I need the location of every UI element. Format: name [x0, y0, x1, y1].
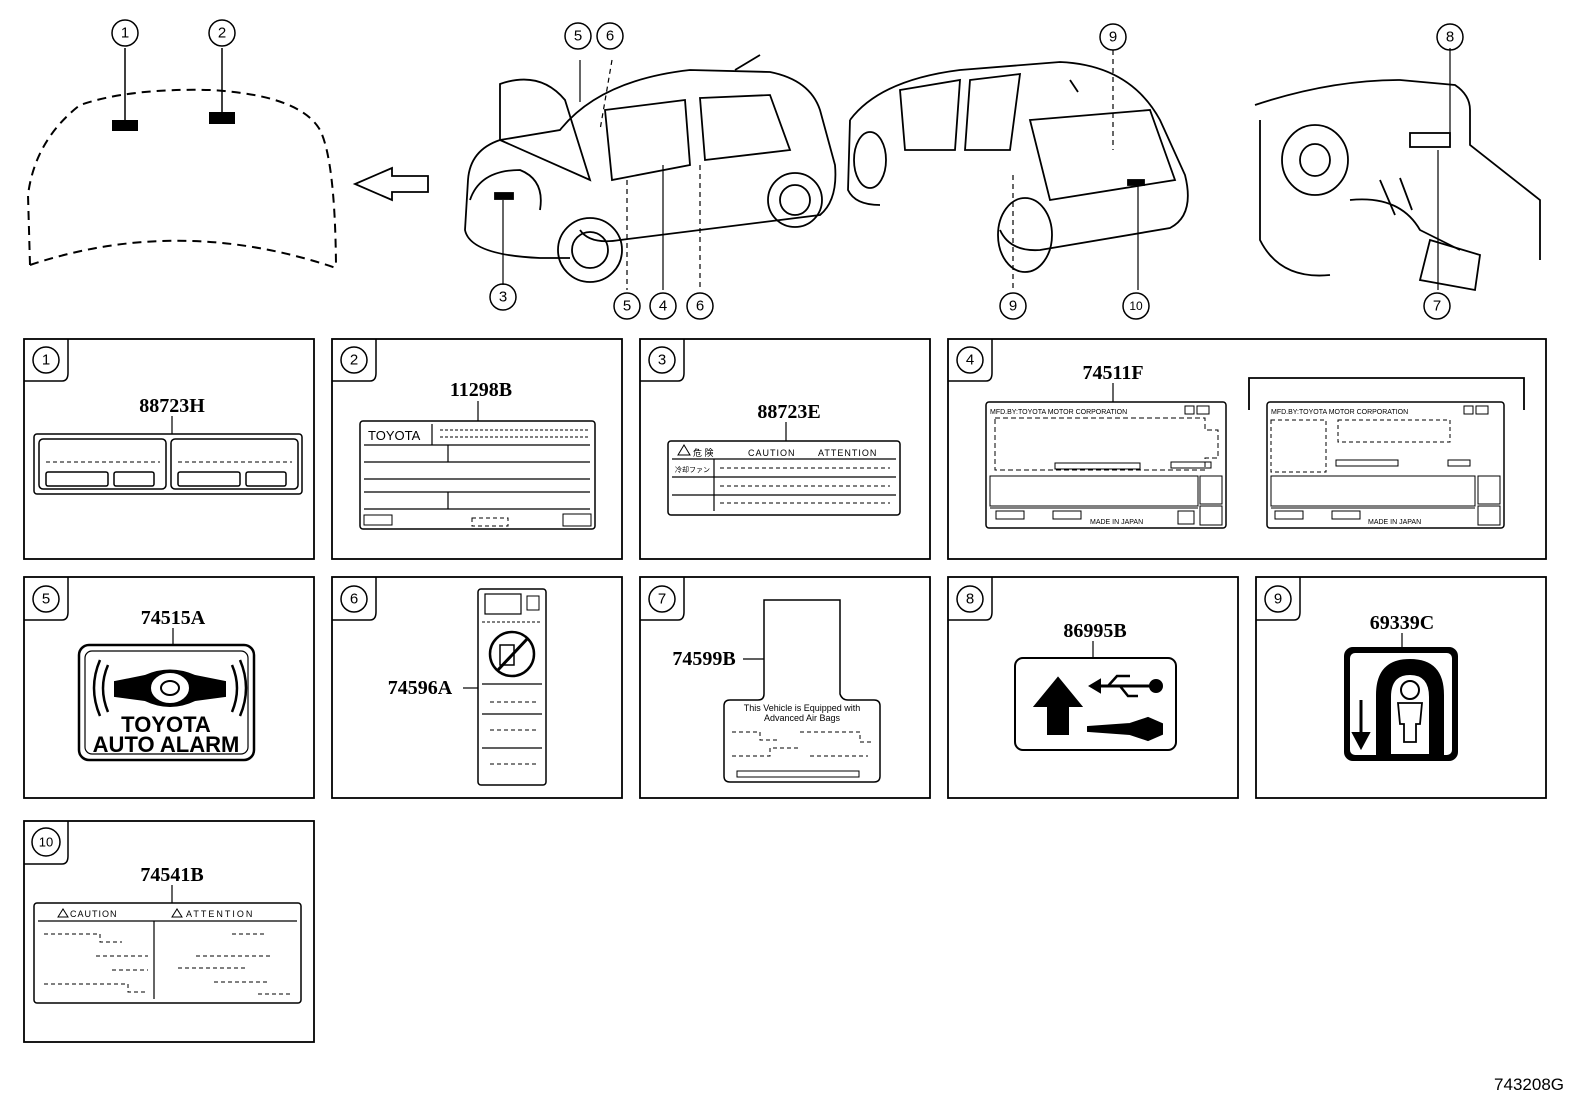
label-4-made-in: MADE IN JAPAN — [1090, 519, 1143, 526]
hood-outline — [26, 48, 337, 269]
label-74511F-artwork — [985, 383, 1227, 529]
panel-5-index: 5 — [42, 591, 50, 608]
interior-outline — [1254, 48, 1541, 292]
label-74596A-artwork — [463, 588, 547, 786]
callout-4-bottom: 4 — [659, 298, 667, 315]
label-3-caution: CAUTION — [748, 448, 796, 458]
part-number-69339C: 69339C — [1370, 612, 1434, 634]
panel-3-index: 3 — [658, 352, 666, 369]
callout-8-top: 8 — [1446, 29, 1454, 46]
panel-10-index: 10 — [39, 835, 53, 850]
panel-1-index: 1 — [42, 352, 50, 369]
part-number-86995B: 86995B — [1063, 620, 1126, 642]
diagram-id: 743208G — [1494, 1075, 1564, 1094]
label-74599B-artwork — [723, 599, 881, 783]
callout-9-bottom: 9 — [1009, 298, 1017, 315]
label-74541B-artwork — [33, 885, 302, 1004]
part-number-88723H: 88723H — [139, 395, 205, 417]
label-86995B-artwork — [1014, 641, 1177, 751]
callout-7-bottom: 7 — [1433, 298, 1441, 315]
rear-car-outline — [847, 50, 1189, 290]
label-5-line1: TOYOTA — [121, 712, 211, 737]
label-5-line2: AUTO ALARM — [93, 732, 240, 757]
panel-7-index: 7 — [658, 591, 666, 608]
label-11298B-artwork — [359, 401, 596, 530]
label-2-brand: TOYOTA — [368, 428, 421, 443]
part-number-88723E: 88723E — [757, 401, 820, 423]
panel-8-index: 8 — [966, 591, 974, 608]
callout-10-bottom: 10 — [1129, 299, 1143, 313]
callout-2-top: 2 — [218, 25, 226, 42]
label-4-mfd: MFD.BY:TOYOTA MOTOR CORPORATION — [990, 409, 1127, 416]
callout-6-top: 6 — [606, 28, 614, 45]
callout-3-bottom: 3 — [499, 289, 507, 306]
part-number-74599B: 74599B — [672, 648, 735, 670]
callout-9-top: 9 — [1109, 29, 1117, 46]
overview-callout-circles — [111, 19, 1464, 320]
part-number-74515A: 74515A — [141, 607, 206, 629]
label-74511F-variant-artwork — [1248, 377, 1525, 529]
label-3-kanji: 危 険 — [693, 447, 714, 458]
panel-9-index: 9 — [1274, 591, 1282, 608]
label-69339C-artwork — [1344, 633, 1458, 761]
part-number-74541B: 74541B — [140, 864, 203, 886]
panel-frames — [23, 338, 1547, 1043]
panel-4-index: 4 — [966, 352, 974, 369]
label-7-text2: Advanced Air Bags — [764, 713, 841, 723]
label-88723H-artwork — [33, 416, 303, 495]
part-number-11298B: 11298B — [450, 379, 512, 401]
callout-6-bottom: 6 — [696, 298, 704, 315]
part-number-74511F: 74511F — [1082, 362, 1143, 384]
label-3-attention: ATTENTION — [818, 448, 877, 458]
direction-arrow — [352, 166, 429, 202]
callout-5-top: 5 — [574, 28, 582, 45]
label-7-text1: This Vehicle is Equipped with — [744, 703, 861, 713]
callout-5-bottom: 5 — [623, 298, 631, 315]
panel-2-index: 2 — [350, 352, 358, 369]
panel-6-index: 6 — [350, 591, 358, 608]
label-10-attention: ATTENTION — [186, 909, 254, 919]
front-car-outline — [464, 54, 837, 290]
label-74515A-artwork — [77, 628, 256, 762]
panel-index-tabs — [24, 339, 1301, 865]
callout-1-top: 1 — [121, 25, 129, 42]
label-88723E-artwork — [667, 422, 901, 516]
label-10-caution: CAUTION — [70, 909, 118, 919]
part-number-74596A: 74596A — [388, 677, 453, 699]
label-4b-mfd: MFD.BY:TOYOTA MOTOR CORPORATION — [1271, 409, 1408, 416]
label-4b-made-in: MADE IN JAPAN — [1368, 519, 1421, 526]
label-3-row: 冷却ファン — [675, 465, 710, 474]
